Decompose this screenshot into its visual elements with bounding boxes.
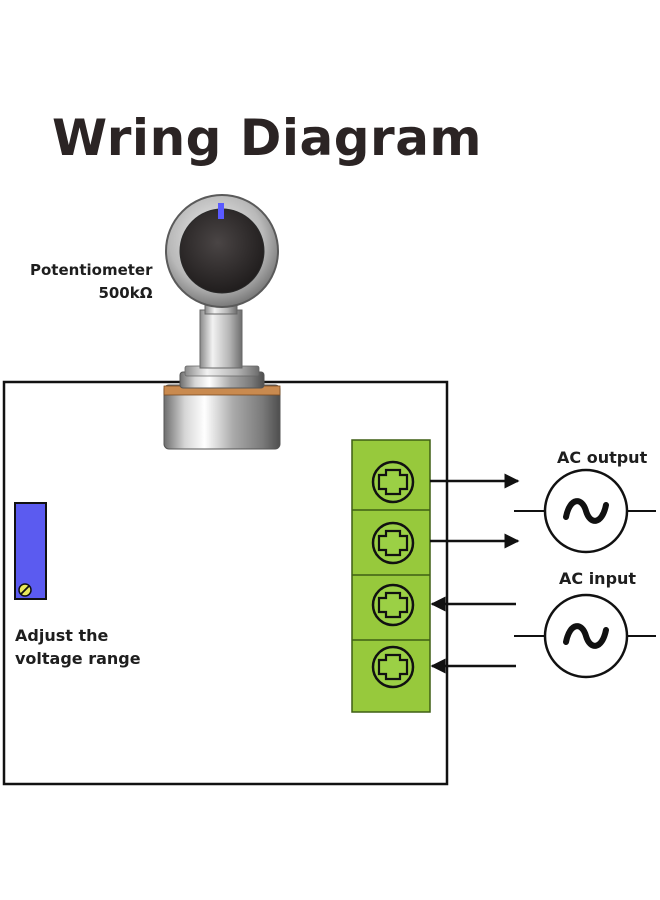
potentiometer-value: 500kΩ [98, 284, 153, 302]
ac-input-source-icon [514, 593, 656, 679]
trimmer-label: Adjust the voltage range [15, 624, 141, 670]
ac-output-label: AC output [557, 448, 648, 467]
trimmer-potentiometer [14, 502, 47, 600]
terminal-screw-icon [371, 460, 415, 504]
pot-knob-indicator [218, 203, 224, 219]
trimmer-label-line2: voltage range [15, 649, 141, 668]
terminal-screw-icon [371, 583, 415, 627]
pot-shaft [199, 309, 243, 369]
potentiometer [163, 194, 281, 450]
potentiometer-label: Potentiometer 500kΩ [30, 259, 152, 305]
ac-input-label: AC input [559, 569, 637, 588]
page-title: Wring Diagram [52, 109, 483, 167]
pot-knob [179, 208, 265, 294]
terminal-screw-icon [371, 645, 415, 689]
ac-output-source-icon [514, 468, 656, 554]
potentiometer-name: Potentiometer [30, 261, 153, 279]
terminal-screw-icon [371, 521, 415, 565]
terminal-block [351, 439, 431, 713]
trimmer-label-line1: Adjust the [15, 626, 109, 645]
